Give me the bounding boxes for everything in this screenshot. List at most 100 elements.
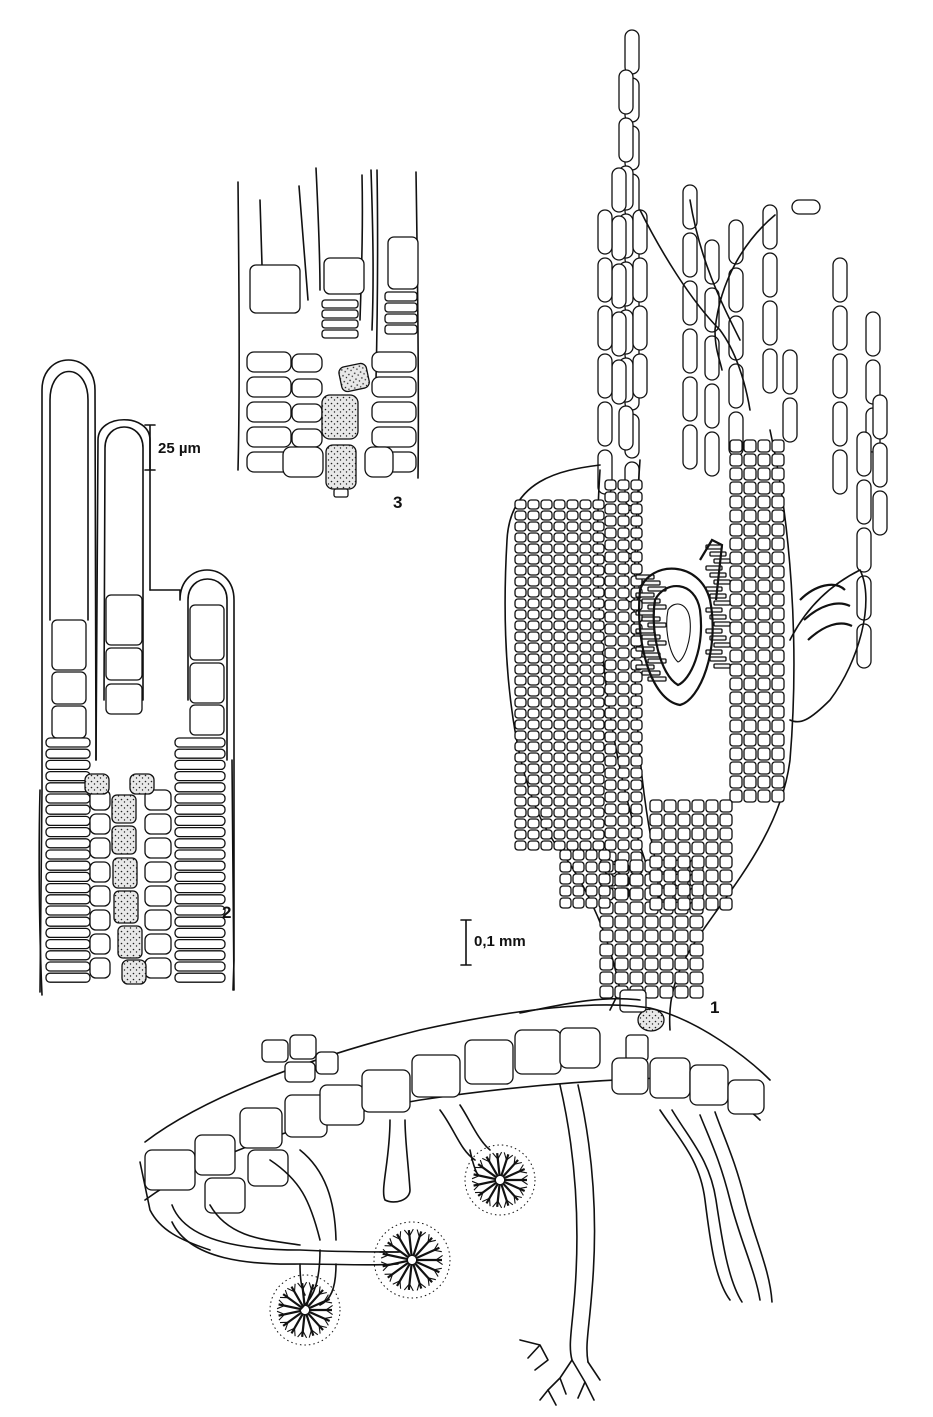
cell [559, 849, 572, 861]
cell [691, 799, 705, 813]
cell [566, 587, 579, 598]
rosette-branch [323, 1294, 329, 1302]
cell [659, 957, 674, 971]
cell [514, 499, 527, 510]
cell [514, 598, 527, 609]
cell [144, 957, 172, 979]
cell [144, 861, 172, 883]
cell [540, 774, 553, 785]
cell [630, 815, 643, 827]
cell [757, 607, 771, 621]
cell [729, 691, 743, 705]
hair-cell [611, 167, 627, 213]
cell [174, 782, 226, 793]
cell [719, 813, 733, 827]
cell [174, 882, 226, 894]
cell [514, 543, 527, 554]
cell [771, 789, 785, 803]
hair-cell [611, 359, 627, 405]
cell [144, 789, 172, 811]
rosette-branch [413, 1262, 433, 1284]
cell [45, 905, 91, 916]
cell [691, 813, 705, 827]
cell [553, 664, 566, 675]
cell [729, 593, 743, 607]
rosette-branch [287, 1327, 295, 1333]
cell [691, 841, 705, 855]
cell [677, 855, 691, 869]
rosette-branch [276, 1310, 285, 1315]
cell [527, 818, 540, 829]
cell [174, 737, 226, 748]
cell [45, 916, 91, 927]
cell [713, 579, 731, 585]
cell [604, 671, 617, 683]
rosette-branch [492, 1152, 499, 1160]
cell [729, 775, 743, 789]
cell [592, 631, 605, 642]
cell [604, 767, 617, 779]
cell [585, 873, 598, 885]
rosette-branch [287, 1287, 295, 1293]
rosette-branch [278, 1303, 302, 1311]
cell [604, 803, 617, 815]
cell [641, 634, 661, 640]
cell [553, 741, 566, 752]
cell [757, 551, 771, 565]
cell [144, 1149, 196, 1191]
cell [579, 532, 592, 543]
rosette-branch [513, 1156, 516, 1165]
cell [592, 642, 605, 653]
cell [719, 883, 733, 897]
cell [527, 565, 540, 576]
cell [246, 351, 292, 373]
cell [599, 929, 614, 943]
cell [630, 791, 643, 803]
cell [553, 774, 566, 785]
rosette-branch [318, 1325, 321, 1334]
hair-cell [728, 219, 744, 265]
cell [553, 587, 566, 598]
cell [45, 793, 91, 804]
cell [617, 491, 630, 503]
cell [630, 683, 643, 695]
cell [617, 755, 630, 767]
cell [691, 897, 705, 911]
cell [719, 897, 733, 911]
cell [553, 796, 566, 807]
cell [527, 741, 540, 752]
cell [291, 353, 323, 373]
cell [604, 503, 617, 515]
cell [729, 509, 743, 523]
figure-3-label: 3 [393, 493, 402, 512]
cell [89, 861, 111, 883]
cell [757, 495, 771, 509]
cell [630, 515, 643, 527]
cell [553, 576, 566, 587]
cell [614, 873, 629, 887]
cell [579, 708, 592, 719]
cell [566, 818, 579, 829]
cell [45, 871, 91, 883]
cell [566, 774, 579, 785]
cell [689, 957, 704, 971]
cell [604, 623, 617, 635]
cell [771, 579, 785, 593]
cell [553, 829, 566, 840]
cell [566, 576, 579, 587]
rosette-branch [433, 1243, 439, 1251]
cell [629, 929, 644, 943]
cell [757, 775, 771, 789]
cell [663, 799, 677, 813]
cell [757, 733, 771, 747]
cell [527, 708, 540, 719]
rosette-branch [500, 1183, 510, 1207]
cell [527, 576, 540, 587]
cell [592, 554, 605, 565]
cell [630, 743, 643, 755]
cell [553, 653, 566, 664]
cell [174, 961, 226, 972]
cell [592, 807, 605, 818]
cell [743, 523, 757, 537]
cell [604, 563, 617, 575]
